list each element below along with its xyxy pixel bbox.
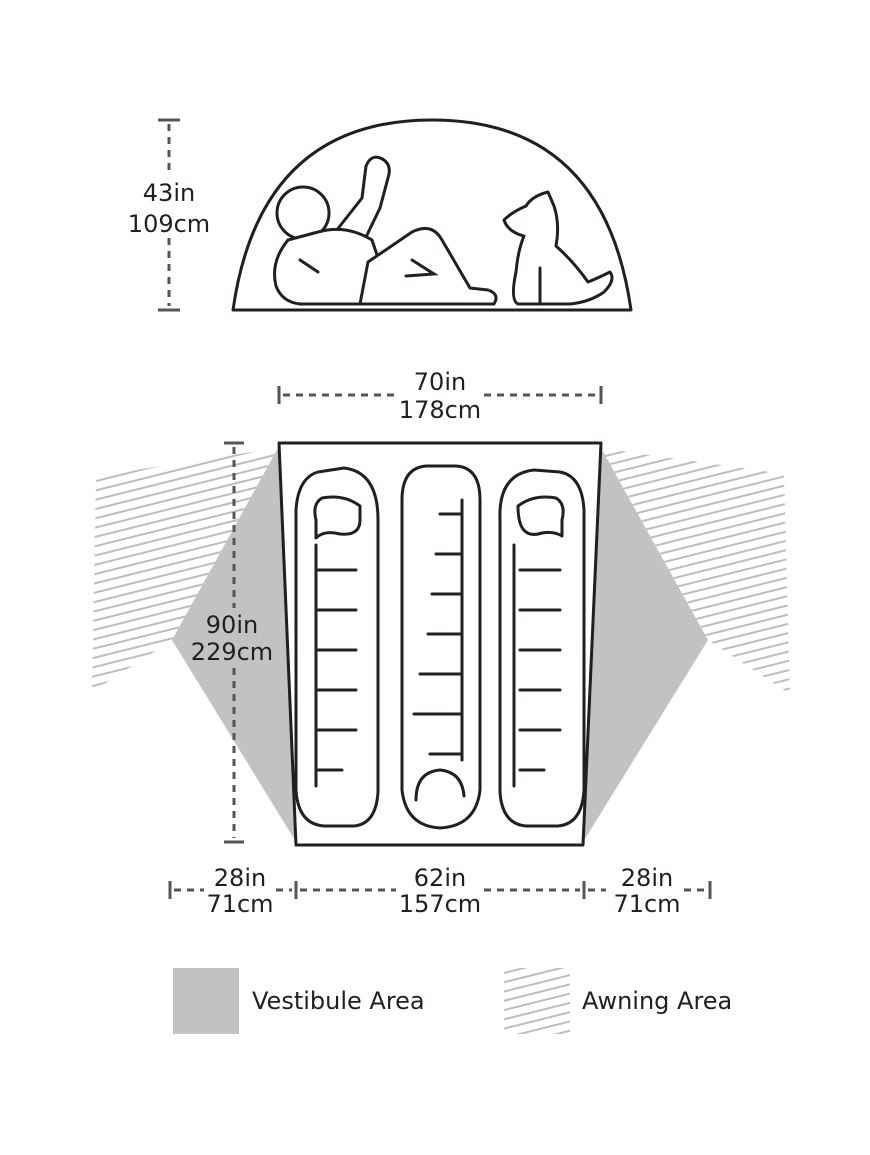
right-vestibule-area [583,448,708,842]
vestibule-swatch [173,968,239,1034]
left-vestibule-imperial-label: 28in [214,864,266,892]
right-vestibule-imperial-label: 28in [621,864,673,892]
tent-floor [277,441,603,847]
floor-length-imperial-label: 90in [206,611,258,639]
floor-width-metric-label: 178cm [399,396,481,424]
height-metric-label: 109cm [128,210,210,238]
right-awning-area [601,448,790,694]
center-width-imperial-label: 62in [414,864,466,892]
center-width-metric-label: 157cm [399,890,481,918]
legend: Vestibule Area Awning Area [173,968,732,1034]
floor-width-imperial-label: 70in [414,368,466,396]
dog-sitting-icon [502,190,614,306]
tent-side-profile [231,118,633,312]
sleeping-bag-left [294,466,380,828]
floor-length-dimension: 90in 229cm [191,441,273,844]
left-awning-area [92,448,278,692]
height-imperial-label: 43in [143,179,195,207]
right-vestibule-metric-label: 71cm [613,890,680,918]
floor-width-dimension: 70in 178cm [277,368,603,424]
height-dimension: 43in 109cm [128,118,210,312]
left-vestibule-metric-label: 71cm [206,890,273,918]
sleeping-bag-center [400,464,482,830]
person-reclining-icon [273,155,498,306]
bottom-dimensions: 28in 71cm 62in 157cm 28in 71cm [168,864,712,918]
left-vestibule-area [172,448,296,842]
sleeping-bag-right [498,468,586,828]
vestibule-legend-label: Vestibule Area [252,987,425,1015]
floor-length-metric-label: 229cm [191,638,273,666]
awning-swatch [504,968,570,1034]
awning-legend-label: Awning Area [582,987,732,1015]
